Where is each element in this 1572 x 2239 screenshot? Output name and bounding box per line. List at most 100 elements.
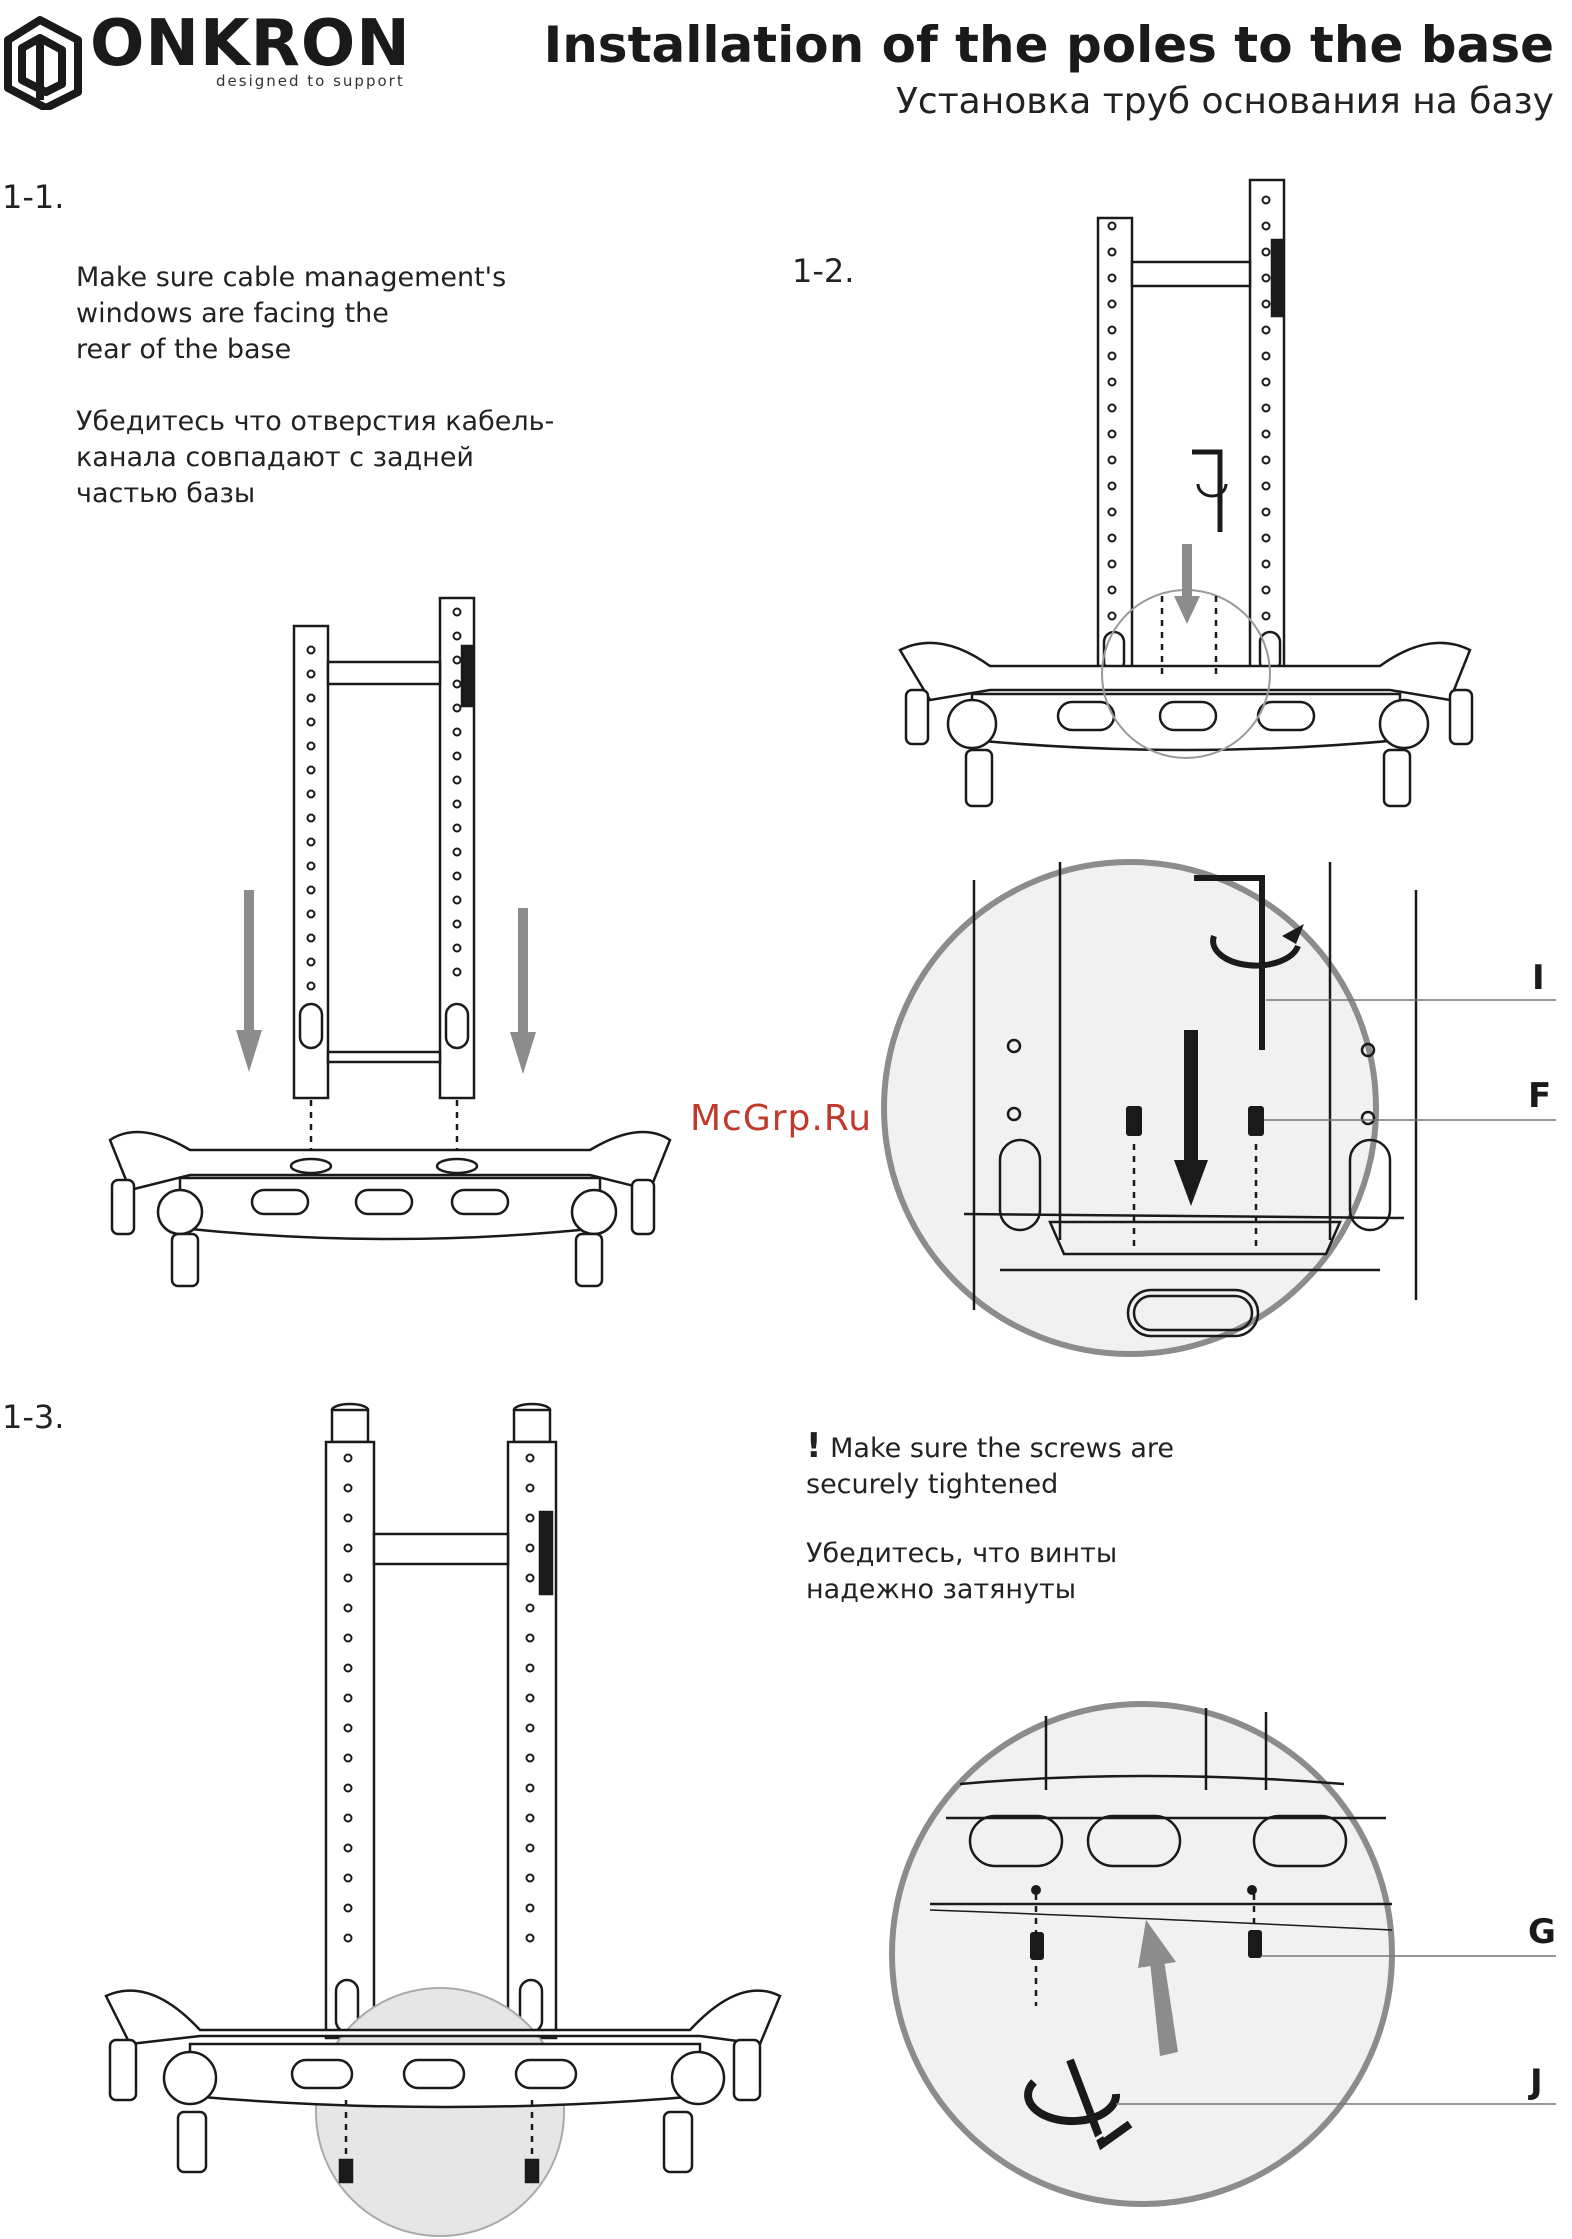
pole-hole [1107,273,1117,283]
pole-hole [306,981,316,991]
pole-hole [306,837,316,847]
pole-hole [343,1633,353,1643]
pole-hole [343,1543,353,1553]
pole-hole [343,1813,353,1823]
pole-hole [306,933,316,943]
pole-hole [452,655,462,665]
pole-hole [306,741,316,751]
onkron-logo-icon [4,16,82,110]
step-1-1-label: 1-1. [2,178,65,216]
pole-hole [1261,247,1271,257]
pole-hole [1107,221,1117,231]
pole-hole [452,919,462,929]
pole-hole [452,847,462,857]
pole-hole [343,1783,353,1793]
callout-i: I [1532,958,1545,998]
pole-hole [1261,273,1271,283]
pole-hole [343,1573,353,1583]
pole-hole [1107,325,1117,335]
pole-hole [525,1693,535,1703]
pole-hole [452,895,462,905]
pole-hole [343,1903,353,1913]
page-subtitle: Установка труб основания на базу [895,81,1554,122]
pole-hole [452,775,462,785]
pole-hole [1107,429,1117,439]
figure-1-2-stand [898,178,1474,808]
pole-hole [452,607,462,617]
pole-hole [306,813,316,823]
pole-hole [1107,351,1117,361]
page-title: Installation of the poles to the base [543,16,1554,74]
pole-hole [452,703,462,713]
pole-hole [1107,559,1117,569]
pole-hole [525,1843,535,1853]
pole-hole [525,1783,535,1793]
pole-hole [1261,299,1271,309]
pole-hole [525,1543,535,1553]
pole-hole [1107,455,1117,465]
pole-hole [343,1483,353,1493]
pole-hole [1261,325,1271,335]
pole-hole [525,1603,535,1613]
pole-hole [1107,247,1117,257]
pole-hole [452,679,462,689]
step-1-1-text-en: Make sure cable management's windows are… [76,262,507,365]
detail-circle-1-3 [889,1701,1556,2207]
pole-hole [306,645,316,655]
pole-hole [1261,585,1271,595]
pole-hole [343,1873,353,1883]
pole-hole [1107,507,1117,517]
pole-hole [343,1843,353,1853]
pole-hole [452,943,462,953]
pole-hole [306,909,316,919]
pole-hole [343,1603,353,1613]
pole-hole [306,765,316,775]
pole-hole [525,1723,535,1733]
pole-hole [1261,195,1271,205]
down-arrow-icon [1174,544,1200,624]
pole-hole [1107,611,1117,621]
pole-hole [525,1903,535,1913]
warning-mark: ! [806,1426,822,1466]
pole-hole [525,1933,535,1943]
pole-hole [452,823,462,833]
pole-hole [343,1933,353,1943]
pole-hole [452,967,462,977]
step-1-3-label: 1-3. [2,1398,65,1436]
pole-hole [525,1663,535,1673]
pole-hole [525,1813,535,1823]
pole-hole [452,799,462,809]
pole-hole [1261,221,1271,231]
step-1-3-text-en: ! Make sure the screws are securely tigh… [806,1428,1306,1503]
pole-hole [306,957,316,967]
pole-hole [525,1483,535,1493]
pole-hole [343,1753,353,1763]
pole-hole [525,1753,535,1763]
pole-hole [525,1873,535,1883]
step-1-2-label: 1-2. [792,252,855,290]
pole-hole [525,1453,535,1463]
step-1-1-text-ru: Убедитесь что отверстия кабель- канала с… [76,406,555,509]
pole-hole [1261,611,1271,621]
pole-hole [1107,377,1117,387]
down-arrow-icon [236,890,536,1074]
pole-hole [452,871,462,881]
pole-hole [306,885,316,895]
figure-1-1-stand [108,596,672,1288]
pole-hole [343,1693,353,1703]
pole-hole [1107,585,1117,595]
pole-hole [1107,481,1117,491]
pole-hole [1107,299,1117,309]
pole-hole [306,789,316,799]
detail-circle-1-2 [881,859,1556,1357]
pole-hole [1261,455,1271,465]
step-1-3-text-ru: Убедитесь, что винты надежно затянуты [806,1538,1118,1605]
pole-hole [452,631,462,641]
brand-name: ONKRON [90,7,411,81]
pole-hole [1261,481,1271,491]
pole-hole [306,693,316,703]
pole-hole [343,1723,353,1733]
pole-hole [343,1663,353,1673]
